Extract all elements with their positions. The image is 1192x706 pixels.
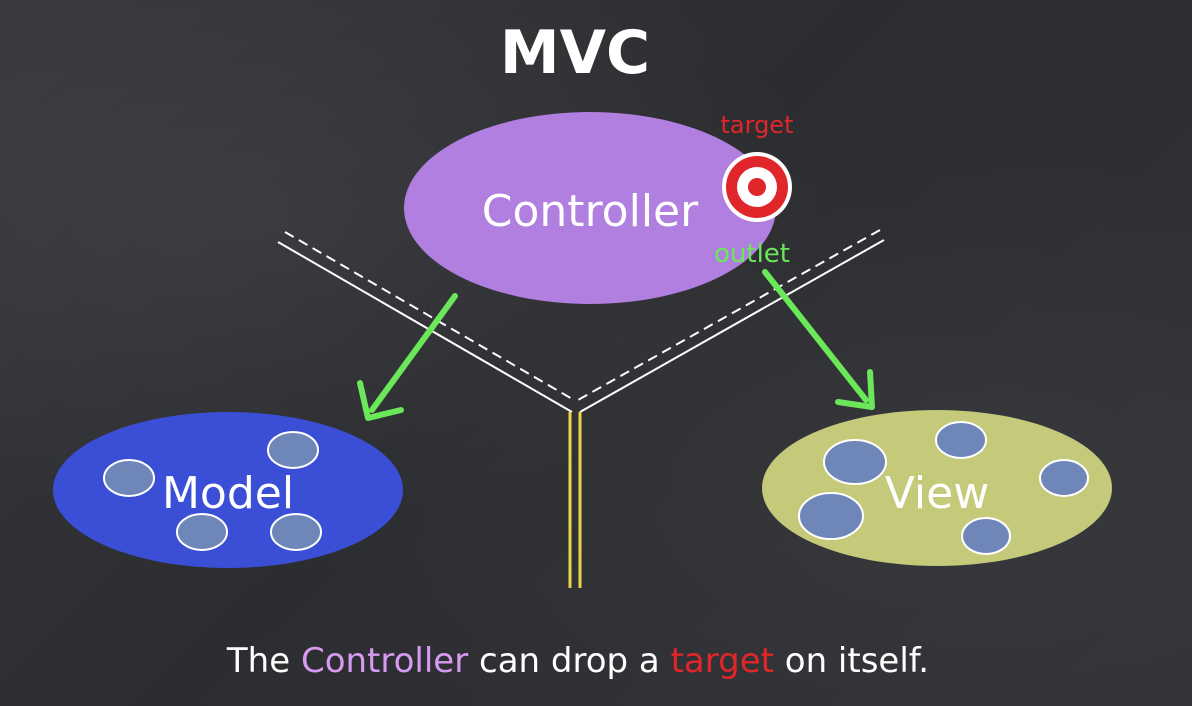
controller-node: [404, 112, 776, 304]
arrow-controller-to-model: [357, 293, 458, 421]
divider-right-solid: [579, 239, 885, 413]
target-label: target: [721, 111, 794, 139]
caption-target: target: [671, 641, 774, 681]
target-icon: [722, 152, 792, 222]
caption-part3: can drop a: [479, 641, 660, 681]
model-blob: [103, 459, 155, 497]
view-blob: [798, 492, 864, 540]
view-blob: [1039, 459, 1089, 497]
divider-lines: [277, 229, 885, 588]
divider-right-dashed: [577, 229, 881, 401]
caption-part5: on itself.: [785, 641, 929, 681]
model-label: Model: [162, 468, 294, 519]
outlet-label: outlet: [714, 239, 790, 269]
view-label: View: [885, 468, 989, 519]
model-blob: [267, 431, 319, 469]
view-blobs: [798, 421, 1089, 555]
model-blob: [270, 513, 322, 551]
view-blob: [961, 517, 1011, 555]
arrow-controller-to-view: [762, 269, 875, 410]
divider-left-dashed: [284, 231, 575, 401]
model-blobs: [103, 431, 322, 551]
caption-part1: The: [226, 641, 290, 681]
controller-label: Controller: [482, 186, 699, 237]
divider-left-solid: [277, 241, 573, 413]
caption-controller: Controller: [301, 641, 468, 681]
view-blob: [823, 439, 887, 485]
caption: The Controller can drop a target on itse…: [226, 641, 929, 681]
view-blob: [935, 421, 987, 459]
model-blob: [176, 513, 228, 551]
title: MVC: [500, 18, 650, 88]
